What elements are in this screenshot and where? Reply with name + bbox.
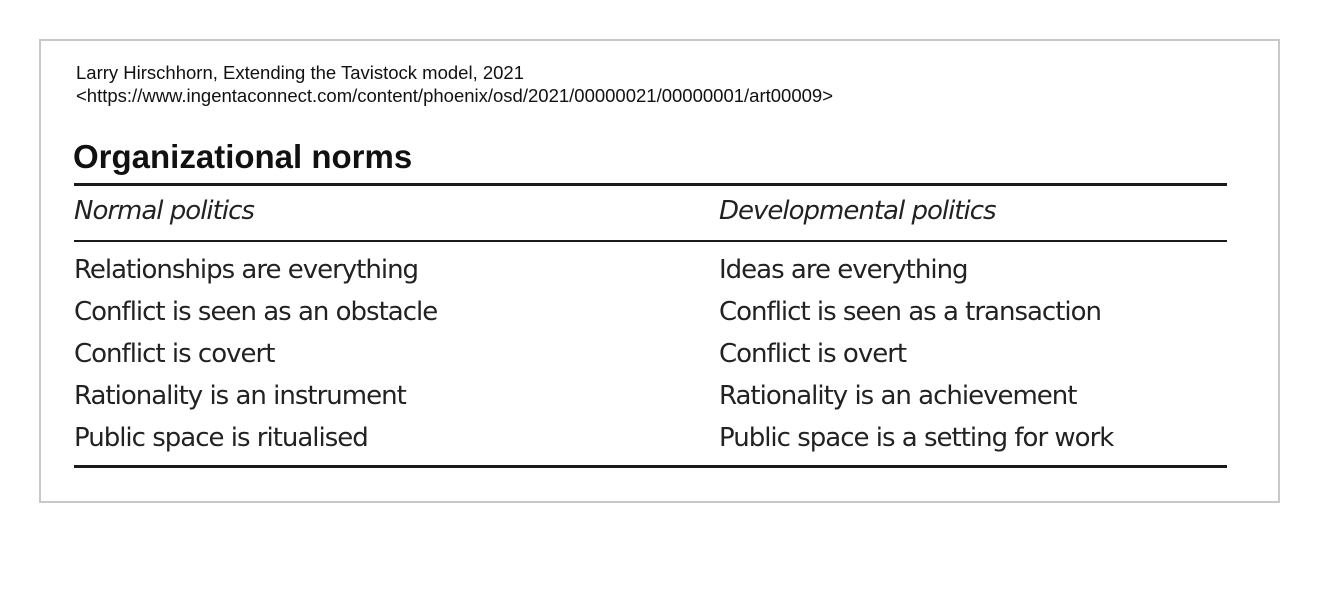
citation: Larry Hirschhorn, Extending the Tavistoc… (76, 61, 833, 107)
table-cell: Public space is ritualised (74, 423, 369, 453)
top-rule (74, 183, 1227, 186)
citation-author-title: Larry Hirschhorn, Extending the Tavistoc… (76, 62, 525, 83)
normal-politics-column: Relationships are everything Conflict is… (74, 249, 694, 459)
bottom-rule (74, 465, 1227, 468)
table-cell: Relationships are everything (74, 255, 419, 285)
column-header-normal-politics: Normal politics (74, 196, 255, 226)
table-cell: Conflict is seen as a transaction (719, 297, 1102, 327)
table-cell: Conflict is seen as an obstacle (74, 297, 438, 327)
developmental-politics-column: Ideas are everything Conflict is seen as… (719, 249, 1328, 459)
table-cell: Conflict is overt (719, 339, 907, 369)
citation-url: <https://www.ingentaconnect.com/content/… (76, 85, 834, 106)
table-cell: Ideas are everything (719, 255, 969, 285)
table-cell: Rationality is an achievement (719, 381, 1077, 411)
table-title: Organizational norms (73, 138, 413, 175)
header-rule (74, 240, 1227, 242)
column-header-developmental-politics: Developmental politics (719, 196, 997, 226)
table-cell: Conflict is covert (74, 339, 275, 369)
table-cell: Rationality is an instrument (74, 381, 407, 411)
citation-card: Larry Hirschhorn, Extending the Tavistoc… (39, 39, 1280, 503)
table-cell: Public space is a setting for work (719, 423, 1114, 453)
